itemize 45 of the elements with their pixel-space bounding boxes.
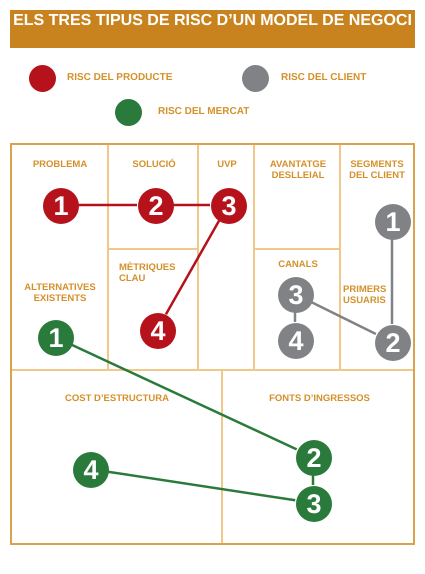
numbered-circle: 1 [375, 204, 411, 240]
numbered-circle: 2 [296, 440, 332, 476]
numbered-circle: 1 [38, 320, 74, 356]
connector-line [390, 239, 394, 324]
canvas-cell [340, 143, 415, 370]
connector-line [173, 204, 210, 206]
numbered-circle: 3 [278, 277, 314, 313]
cell-heading: SEGMENTS DEL CLIENT [348, 159, 406, 181]
cell-heading: COST D’ESTRUCTURA [64, 393, 170, 404]
canvas-cell [10, 370, 222, 545]
canvas-cell [254, 143, 340, 249]
numbered-circle: 4 [278, 323, 314, 359]
cell-heading: FONTS D’INGRESSOS [268, 393, 371, 404]
legend-label: RISC DEL PRODUCTE [67, 72, 172, 83]
cell-heading: ALTERNATIVES EXISTENTS [23, 282, 97, 304]
numbered-circle: 4 [140, 313, 176, 349]
canvas-cell [254, 249, 340, 370]
connector-line [164, 220, 220, 315]
numbered-circle: 4 [73, 452, 109, 488]
canvas-cell [108, 249, 198, 370]
connector-line [78, 204, 137, 206]
numbered-circle: 3 [211, 188, 247, 224]
canvas-cell [10, 143, 108, 370]
numbered-circle: 2 [138, 188, 174, 224]
cell-heading: CANALS [277, 259, 319, 270]
cell-heading: AVANTATGE DESLLEIAL [268, 159, 328, 181]
canvas-cell [198, 143, 254, 370]
connector-line [294, 312, 296, 322]
legend-label: RISC DEL MERCAT [158, 106, 250, 117]
cell-heading: PRIMERS USUARIS [343, 284, 388, 306]
connector-line [70, 343, 298, 451]
numbered-circle: 2 [375, 325, 411, 361]
title-banner: ELS TRES TIPUS DE RISC D’UN MODEL DE NEGOCI [10, 10, 415, 48]
canvas-cell [222, 370, 415, 545]
cell-heading: UVP [216, 159, 238, 170]
connector-line [310, 300, 376, 336]
cell-heading: SOLUCIÓ [131, 159, 177, 170]
connector-line [312, 475, 314, 485]
legend-label: RISC DEL CLIENT [281, 72, 366, 83]
numbered-circle: 3 [296, 486, 332, 522]
connector-line [108, 470, 296, 502]
numbered-circle: 1 [43, 188, 79, 224]
cell-heading: MÈTRIQUES CLAU [119, 262, 176, 284]
canvas-cell [108, 143, 198, 249]
cell-heading: PROBLEMA [32, 159, 88, 170]
